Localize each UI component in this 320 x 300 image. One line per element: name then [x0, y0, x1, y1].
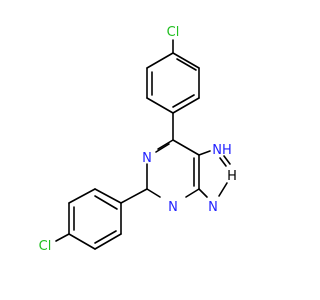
bond — [172, 97, 200, 114]
bond — [155, 143, 170, 153]
bond — [172, 139, 200, 156]
nitrogen-atom-label: NH — [212, 143, 232, 158]
bond — [172, 94, 195, 108]
bond — [198, 150, 211, 156]
hydrogen-atom-label: H — [227, 169, 237, 184]
bond — [157, 139, 174, 150]
bond — [94, 233, 122, 250]
bonds — [55, 39, 231, 250]
bond — [94, 195, 118, 210]
bond — [120, 188, 148, 204]
bond — [176, 58, 197, 71]
atom-labels: Cl NH N H N N Cl — [39, 25, 237, 254]
nitrogen-atom-label: N — [168, 200, 178, 215]
bond — [172, 52, 200, 69]
bond — [94, 230, 117, 244]
bond — [55, 233, 70, 242]
nitrogen-atom-label: N — [142, 151, 152, 166]
chlorine-atom-label: Cl — [39, 239, 52, 254]
bond — [223, 155, 231, 165]
bond — [218, 182, 228, 197]
bond — [146, 188, 161, 198]
bond — [219, 157, 227, 167]
bond — [146, 97, 174, 114]
bond — [94, 188, 122, 204]
bond — [185, 188, 200, 198]
bond — [146, 52, 174, 69]
bond — [68, 188, 96, 204]
bond — [198, 188, 208, 198]
bond — [68, 233, 96, 250]
chlorine-atom-label: Cl — [167, 25, 180, 40]
chemical-structure: Cl NH N H N N Cl — [39, 25, 237, 254]
nitrogen-atom-label: N — [208, 200, 218, 215]
